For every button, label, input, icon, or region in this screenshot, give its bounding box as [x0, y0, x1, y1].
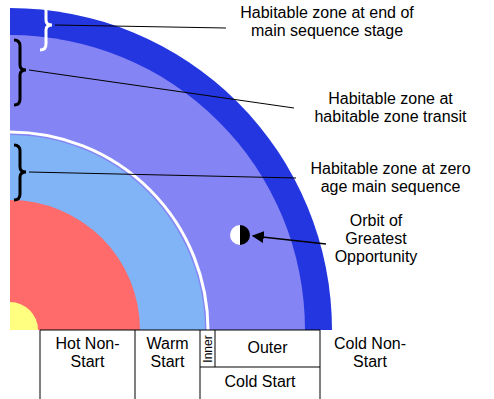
- table-line: [40, 330, 320, 331]
- black-brace: [14, 40, 26, 105]
- hot-band: [10, 200, 140, 330]
- leader-arrow: [253, 236, 326, 244]
- planet: [230, 225, 240, 245]
- callout-text: Orbit of Greatest Opportunity: [326, 212, 426, 266]
- table-cell-text: Hot Non-Start: [40, 335, 135, 371]
- callout-text: Habitable zone at end of main sequence s…: [232, 4, 422, 40]
- star: [10, 302, 38, 330]
- table-line: [320, 330, 321, 399]
- planet: [240, 225, 250, 245]
- leader-line: [55, 25, 226, 28]
- callout-text: Habitable zone at habitable zone transit: [298, 90, 483, 126]
- callout-text: Habitable zone at zero age main sequence: [298, 160, 483, 196]
- table-line: [40, 330, 41, 399]
- table-cell-text: Cold Start: [200, 373, 320, 391]
- table-cell-text: Cold Non-Start: [320, 335, 420, 371]
- table-line: [200, 330, 201, 399]
- table-cell-text: Warm Start: [135, 335, 200, 371]
- warm-band: [10, 135, 205, 330]
- table-line: [200, 367, 320, 368]
- leader-line: [29, 70, 294, 108]
- table-line: [215, 330, 216, 367]
- orbit-line: [10, 132, 208, 330]
- cold-band: [10, 8, 332, 330]
- outer-band: [10, 35, 305, 330]
- table-line: [135, 330, 136, 399]
- black-brace: [14, 145, 26, 200]
- table-cell-text: Inner: [202, 335, 214, 362]
- leader-line: [29, 172, 296, 178]
- table-cell-text: Outer: [215, 339, 320, 357]
- white-brace: [40, 5, 52, 50]
